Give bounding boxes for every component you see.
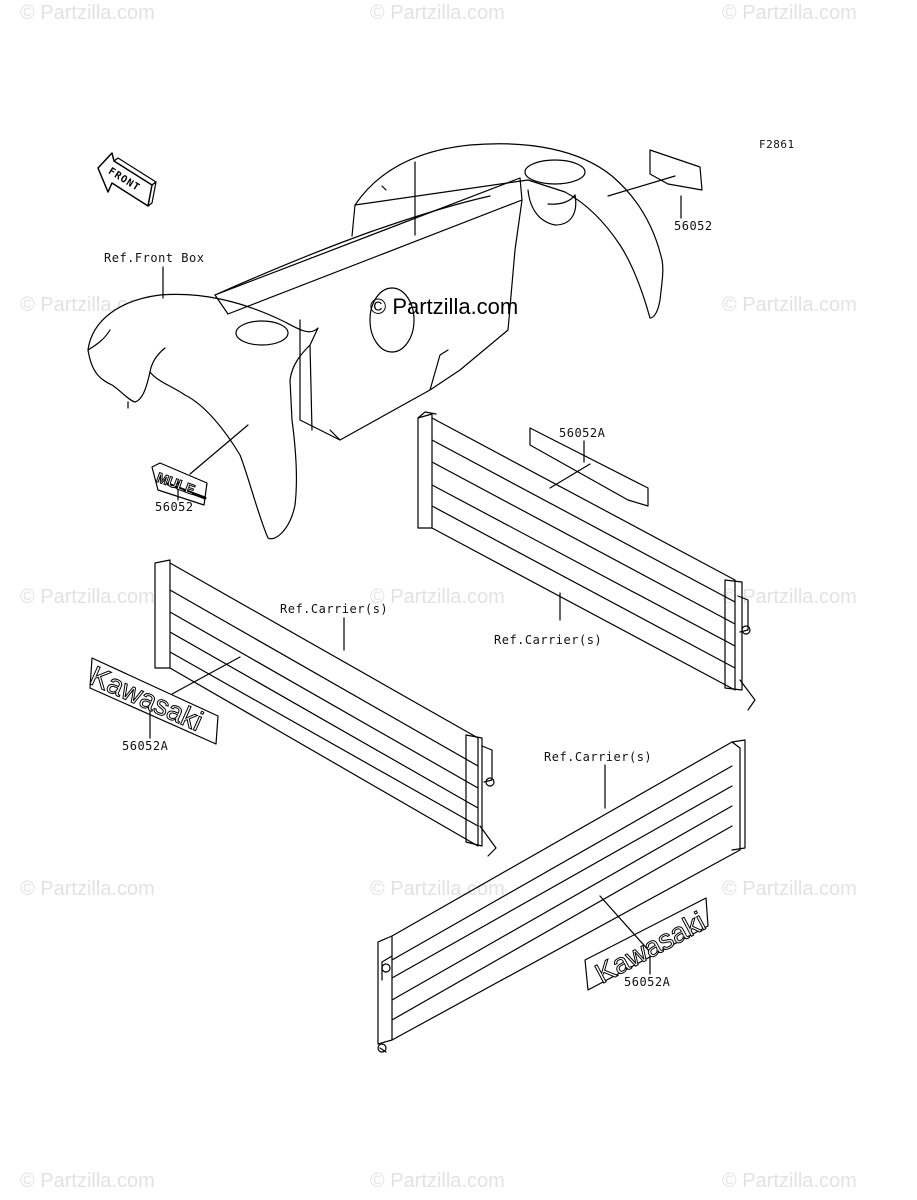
watermark: © Partzilla.com bbox=[370, 878, 505, 900]
watermark: © Partzilla.com bbox=[20, 878, 155, 900]
label-56052-right[interactable]: 56052 bbox=[674, 219, 713, 233]
carrier-panel-upper-right bbox=[417, 411, 756, 711]
label-ref-carrier-right[interactable]: Ref.Carrier(s) bbox=[494, 633, 603, 647]
front-box-outline bbox=[87, 143, 664, 540]
watermark: © Partzilla.com bbox=[20, 586, 155, 608]
watermark: © Partzilla.com bbox=[722, 294, 857, 316]
watermark: © Partzilla.com bbox=[722, 878, 857, 900]
watermark: © Partzilla.com bbox=[722, 2, 857, 24]
label-56052a-bottom[interactable]: 56052A bbox=[624, 975, 671, 989]
tailgate-panel bbox=[377, 739, 746, 1053]
label-56052-left[interactable]: 56052 bbox=[155, 500, 194, 514]
decal-56052-right bbox=[607, 149, 703, 219]
label-56052a-left[interactable]: 56052A bbox=[122, 739, 169, 753]
decal-56052a-top bbox=[529, 427, 649, 507]
decal-kawasaki-left bbox=[89, 656, 241, 745]
label-ref-carrier-bottom[interactable]: Ref.Carrier(s) bbox=[544, 750, 653, 764]
watermark: © Partzilla.com bbox=[722, 1170, 857, 1192]
decal-mule bbox=[151, 424, 249, 506]
watermark: © Partzilla.com bbox=[370, 2, 505, 24]
front-arrow-icon bbox=[97, 152, 157, 207]
decal-kawasaki-bottom bbox=[584, 895, 709, 991]
carrier-panel-left bbox=[154, 559, 497, 857]
label-ref-front-box[interactable]: Ref.Front Box bbox=[104, 251, 205, 265]
label-56052a-top[interactable]: 56052A bbox=[559, 426, 606, 440]
label-ref-carrier-left[interactable]: Ref.Carrier(s) bbox=[280, 602, 389, 616]
watermark: © Partzilla.com bbox=[20, 1170, 155, 1192]
watermark: © Partzilla.com bbox=[370, 586, 505, 608]
watermark: © Partzilla.com bbox=[370, 1170, 505, 1192]
watermark: © Partzilla.com bbox=[20, 2, 155, 24]
center-watermark: © Partzilla.com bbox=[370, 294, 519, 319]
watermark: © Partzilla.com bbox=[722, 586, 857, 608]
diagram-code: F2861 bbox=[759, 138, 795, 151]
